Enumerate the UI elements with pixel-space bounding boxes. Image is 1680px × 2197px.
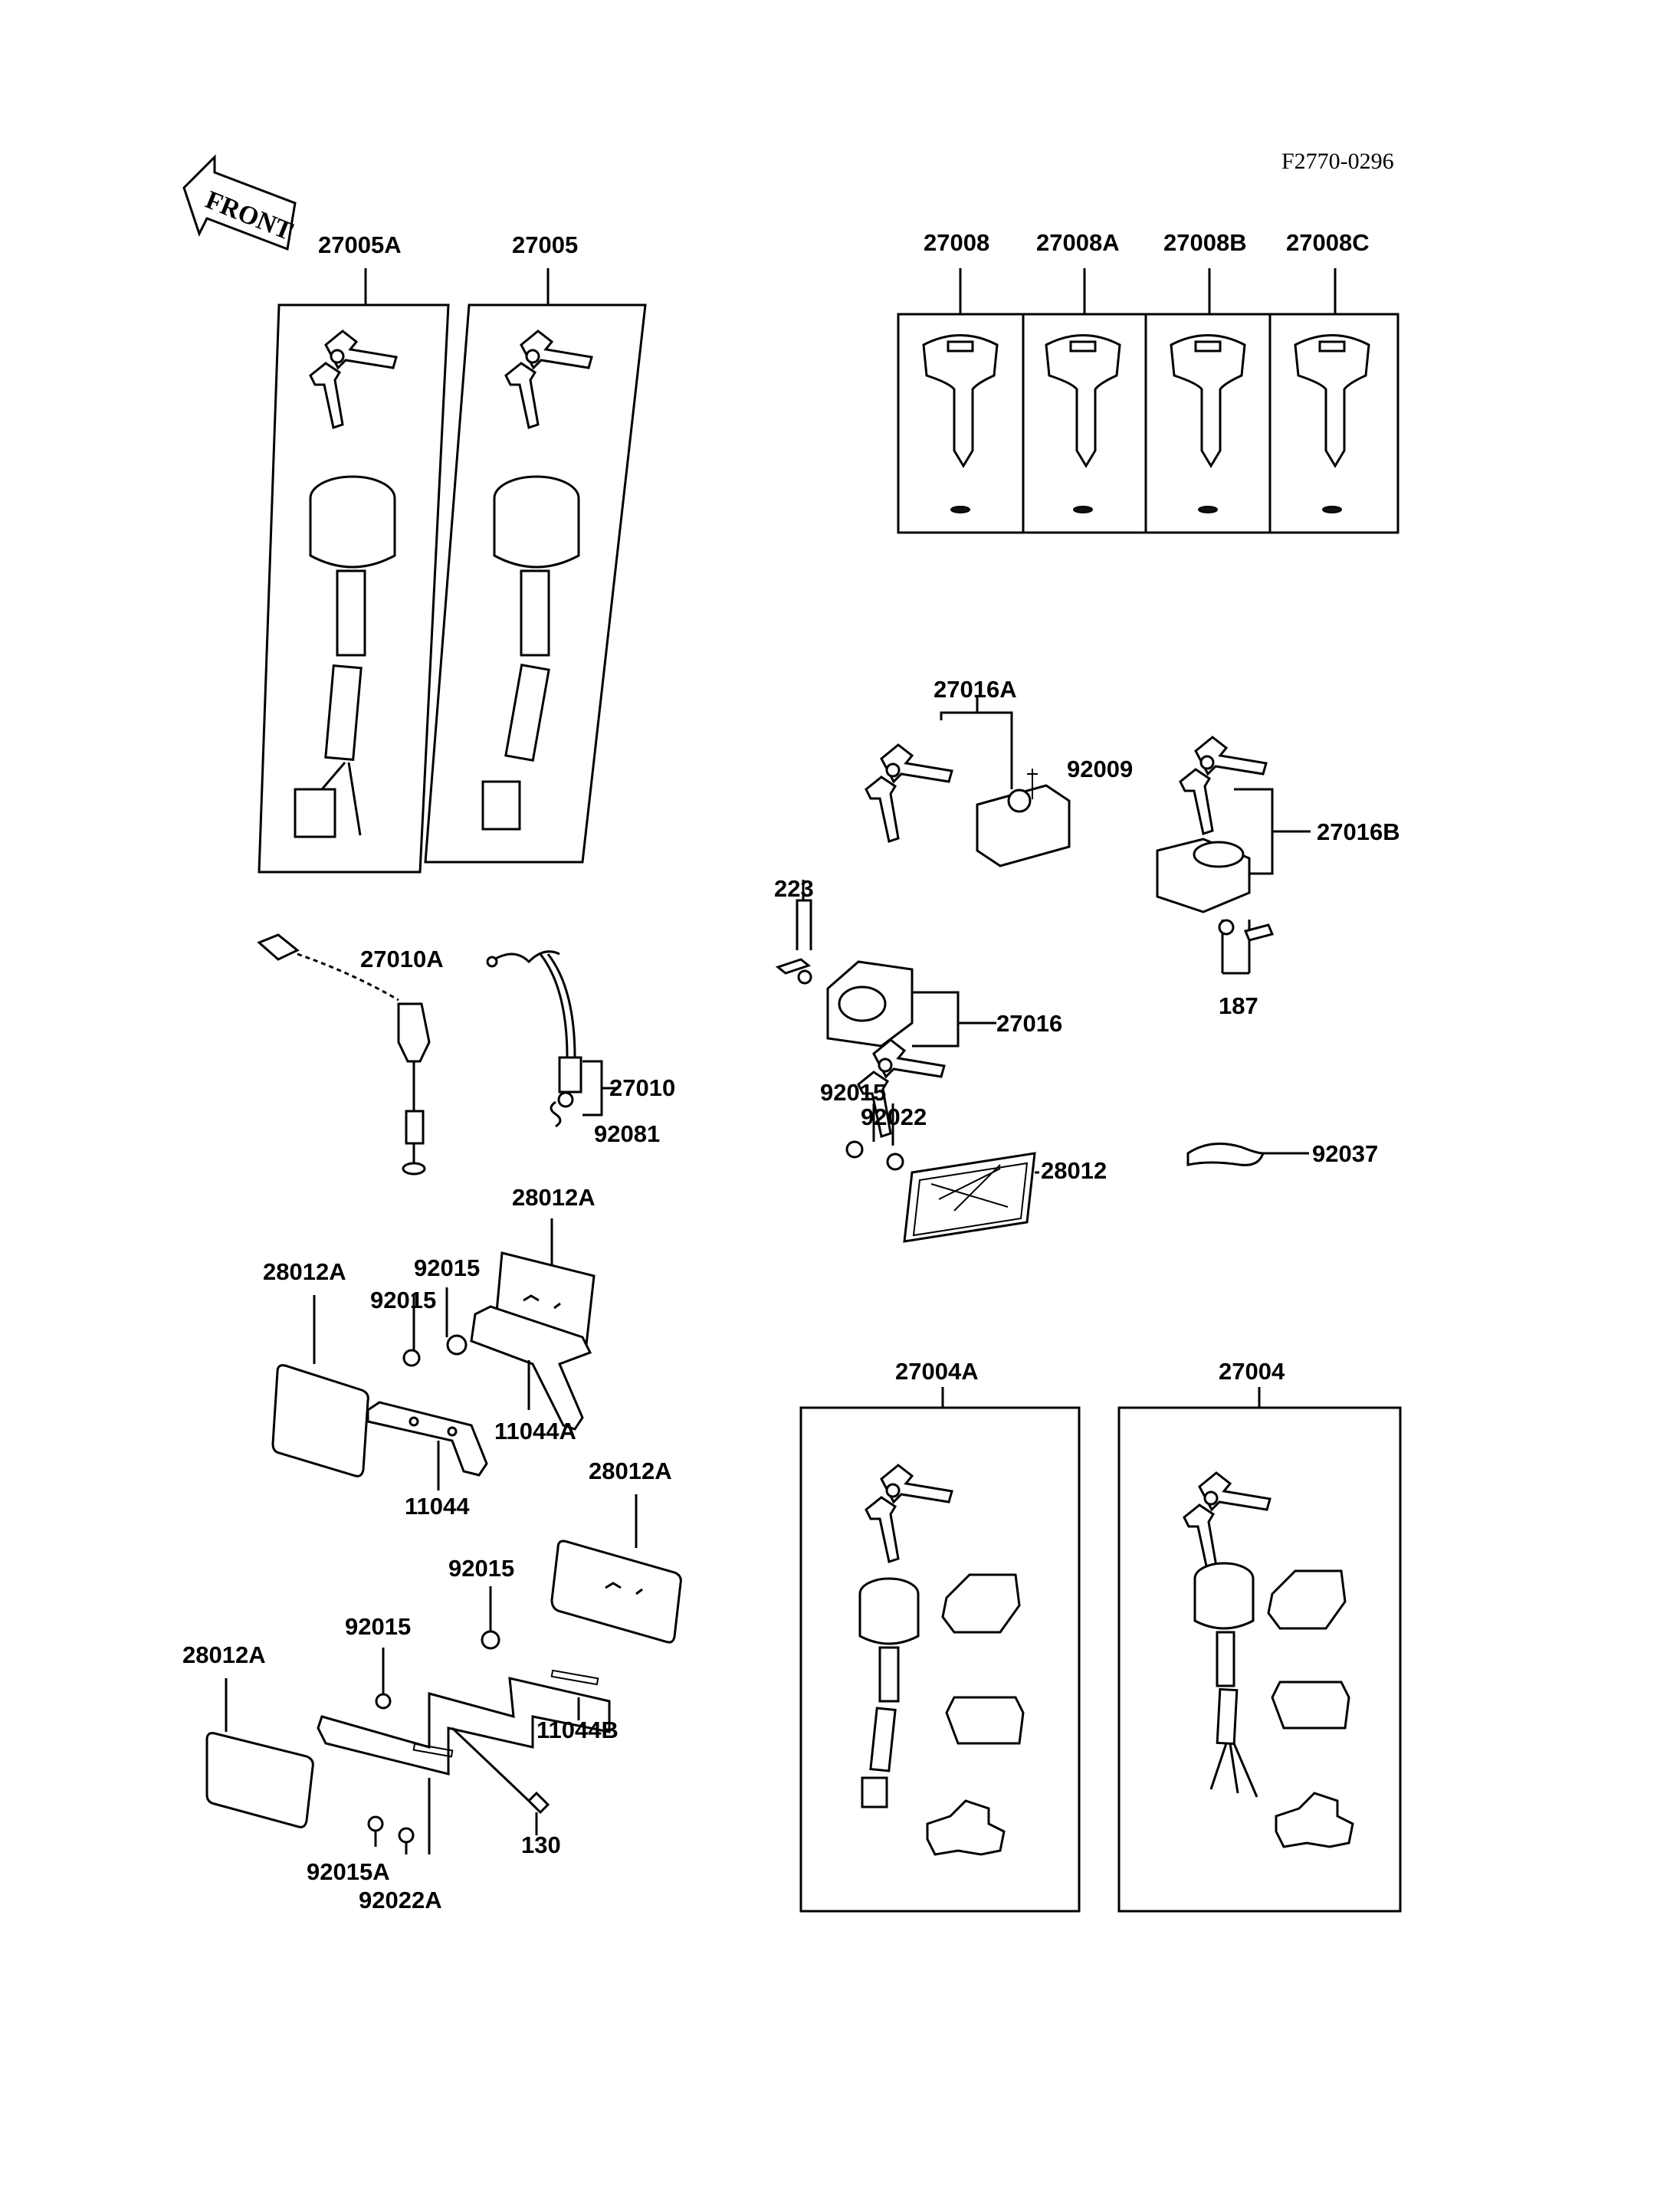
switch-27010A bbox=[257, 933, 431, 1176]
clamp-92037 bbox=[1186, 1143, 1309, 1166]
key-27008A bbox=[1045, 334, 1121, 513]
callout-92022A: 92022A bbox=[359, 1887, 442, 1913]
callout-28012A-3: 28012A bbox=[589, 1458, 672, 1484]
callout-28012: 28012 bbox=[1041, 1157, 1107, 1184]
callout-27016: 27016 bbox=[996, 1010, 1062, 1037]
diagram-code: F2770-0296 bbox=[1281, 149, 1394, 174]
callout-27016B: 27016B bbox=[1317, 818, 1400, 845]
key-27008C bbox=[1294, 334, 1370, 513]
bracket-11044-group bbox=[271, 1218, 596, 1490]
callout-27004A: 27004A bbox=[895, 1358, 979, 1385]
callout-92015-mid: 92015 bbox=[820, 1079, 886, 1106]
callout-92009: 92009 bbox=[1067, 756, 1133, 782]
ignition-switch-set-27004 bbox=[1117, 1387, 1402, 1913]
reflector-28012 bbox=[903, 1152, 1039, 1243]
callout-11044B: 11044B bbox=[536, 1717, 619, 1743]
callout-223: 223 bbox=[774, 875, 814, 902]
front-arrow-icon: FRONT bbox=[182, 154, 297, 251]
key-blanks-panel bbox=[897, 268, 1399, 534]
callout-27008A: 27008A bbox=[1036, 229, 1120, 256]
callout-27010: 27010 bbox=[609, 1074, 675, 1101]
callout-27016A: 27016A bbox=[934, 676, 1017, 703]
callout-27010A: 27010A bbox=[360, 946, 444, 972]
callout-27008C: 27008C bbox=[1286, 229, 1370, 256]
bracket-11044B-group bbox=[205, 1494, 682, 1854]
callout-28012A-1: 28012A bbox=[512, 1184, 596, 1211]
callout-27005A: 27005A bbox=[318, 231, 402, 258]
callout-11044A: 11044A bbox=[494, 1418, 576, 1444]
callout-27008B: 27008B bbox=[1163, 229, 1247, 256]
callout-28012A-2: 28012A bbox=[263, 1258, 346, 1285]
callout-92015-3: 92015 bbox=[448, 1555, 514, 1582]
callout-130: 130 bbox=[521, 1831, 561, 1858]
ignition-switch-27005 bbox=[424, 268, 647, 864]
callout-92081: 92081 bbox=[594, 1120, 660, 1147]
callout-92022-mid: 92022 bbox=[861, 1103, 927, 1130]
callout-92037: 92037 bbox=[1312, 1140, 1378, 1167]
callout-92015-2: 92015 bbox=[370, 1287, 436, 1313]
ignition-switch-27005A bbox=[258, 268, 450, 874]
switch-27016A bbox=[865, 697, 1071, 867]
callout-27004: 27004 bbox=[1219, 1358, 1285, 1385]
switch-27010 bbox=[486, 950, 617, 1128]
callout-187: 187 bbox=[1219, 992, 1258, 1019]
callout-92015-4: 92015 bbox=[345, 1613, 411, 1640]
switch-27016 bbox=[775, 880, 996, 1171]
key-27008B bbox=[1170, 334, 1246, 513]
callout-28012A-4: 28012A bbox=[182, 1641, 266, 1668]
key-27008 bbox=[922, 334, 999, 513]
switch-27016B bbox=[1156, 736, 1311, 975]
callout-11044: 11044 bbox=[405, 1493, 470, 1520]
callout-27005: 27005 bbox=[512, 231, 578, 258]
callout-92015-1: 92015 bbox=[414, 1254, 480, 1281]
callout-92015A: 92015A bbox=[307, 1858, 390, 1885]
ignition-switch-set-27004A bbox=[799, 1387, 1081, 1913]
callout-27008: 27008 bbox=[924, 229, 989, 256]
